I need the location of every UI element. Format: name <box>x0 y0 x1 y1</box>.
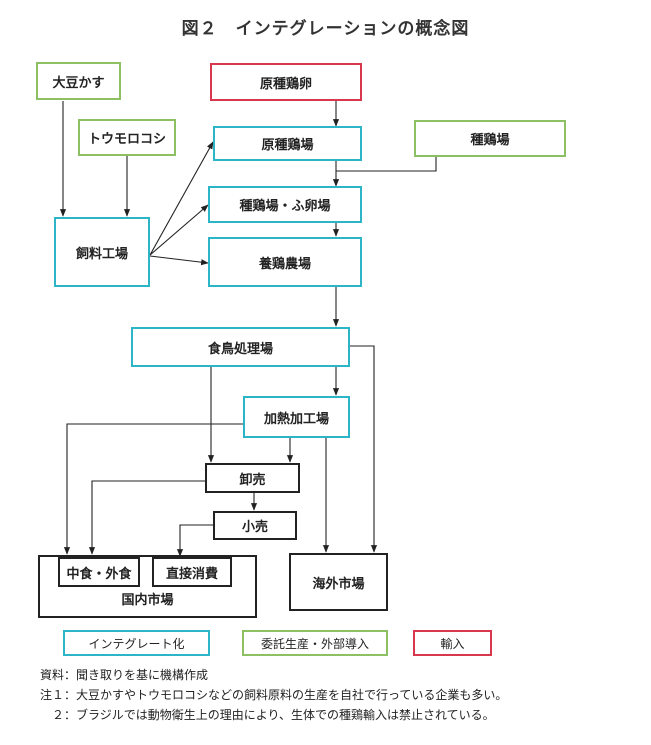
node-processing-plant: 食鳥処理場 <box>131 327 350 367</box>
node-cooking-plant: 加熱加工場 <box>243 396 350 438</box>
note-1: 注１：大豆かすやトウモロコシなどの飼料原料の生産を自社で行っている企業も多い。 <box>40 688 508 702</box>
arrow-cooking-to-domestic <box>63 423 243 555</box>
node-breeder-hatchery: 種鶏場・ふ卵場 <box>208 186 362 223</box>
arrow-feedmill-to-hatchery <box>149 204 209 256</box>
node-direct-consumption: 直接消費 <box>152 557 232 587</box>
legend-import: 輸入 <box>413 630 492 656</box>
node-foodservice: 中食・外食 <box>58 557 140 587</box>
arrow-wholesale-to-foodservice <box>88 480 205 555</box>
arrow-feedmill-to-gpfarm <box>149 141 214 256</box>
node-broiler-farm: 養鶏農場 <box>208 237 362 287</box>
domestic-market-label: 国内市場 <box>121 593 174 608</box>
arrow-feedmill-to-broilerfarm <box>149 255 209 266</box>
node-gp-eggs: 原種鶏卵 <box>210 63 362 101</box>
legend-integrated: インテグレート化 <box>63 630 210 656</box>
note-source: 資料：聞き取りを基に機構作成 <box>40 668 209 682</box>
node-overseas-market: 海外市場 <box>289 553 388 611</box>
node-gp-farm: 原種鶏場 <box>213 126 362 161</box>
node-corn: トウモロコシ <box>78 119 176 156</box>
node-retail: 小売 <box>213 511 297 540</box>
legend-integrated-label: インテグレート化 <box>88 636 185 651</box>
page-title: 図２ インテグレーションの概念図 <box>181 19 470 39</box>
legend-contract: 委託生産・外部導入 <box>242 630 388 656</box>
arrow-processing-to-overseas <box>350 345 378 553</box>
note-2: ２：ブラジルでは動物衛生上の理由により、生体での種鶏輸入は禁止されている。 <box>40 708 495 722</box>
node-wholesale: 卸売 <box>205 463 300 493</box>
arrow-retail-to-directconsume <box>176 524 213 557</box>
node-breeder-farm: 種鶏場 <box>414 120 566 157</box>
node-soybean-meal: 大豆かす <box>36 62 121 100</box>
legend-contract-label: 委託生産・外部導入 <box>260 636 369 651</box>
arrow-breederfarm-to-hatchery <box>336 156 437 172</box>
node-feed-mill: 飼料工場 <box>54 217 150 287</box>
legend-import-label: 輸入 <box>440 636 465 651</box>
